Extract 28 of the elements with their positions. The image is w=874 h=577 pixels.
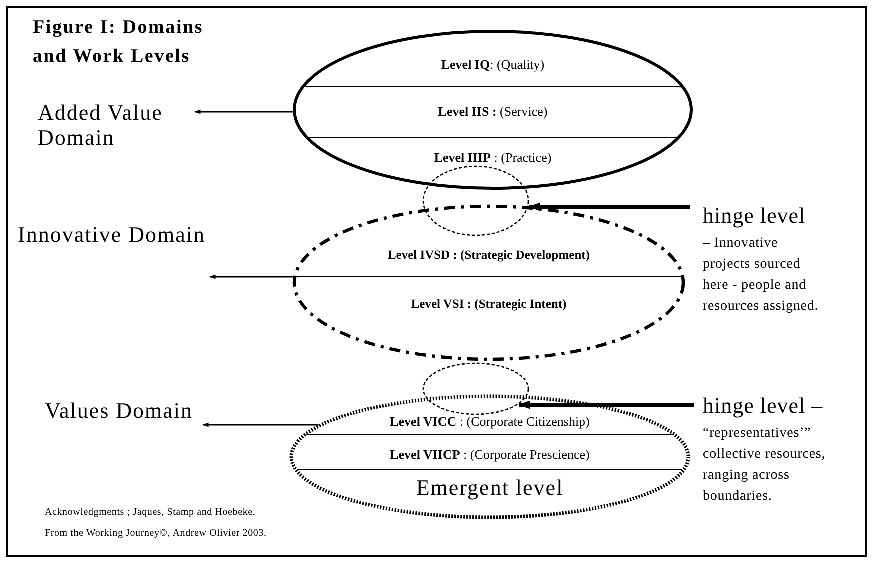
credit-note: From the Working Journey©, Andrew Olivier 2003.: [45, 528, 268, 541]
arrow: [202, 422, 319, 428]
domain-label: Values Domain: [45, 398, 194, 423]
arrow: [528, 202, 690, 212]
arrow: [518, 400, 694, 410]
level-label: Emergent level: [415, 475, 565, 501]
level-label: Level VIICP : (Corporate Prescience): [389, 446, 591, 464]
ellipse-outline: [290, 395, 690, 519]
note-heading: hinge level: [703, 203, 807, 229]
level-label: Level VSI : (Strategic Intent): [410, 296, 568, 313]
level-label: Level IQ: (Quality): [440, 56, 546, 74]
ellipse-outline: [293, 30, 693, 190]
level-label: Level IVSD : (Strategic Development): [386, 247, 592, 264]
level-label: Level VICC : (Corporate Citizenship): [389, 413, 591, 431]
figure-title: Figure I: Domains and Work Levels: [33, 16, 205, 69]
level-label: Level IIIP : (Practice): [433, 149, 553, 167]
domain-label: Added Value Domain: [38, 100, 164, 150]
hinge-oval: [422, 165, 530, 237]
domain-label: Innovative Domain: [18, 222, 206, 247]
hinge-oval: [422, 362, 530, 416]
note-text: “representatives’” collective resources, ranging across boundaries.: [703, 425, 827, 506]
credit-note: Acknowledgments ; Jaques, Stamp and Hoebeke.: [45, 507, 257, 520]
level-label: Level IIS : (Service): [437, 103, 549, 121]
ellipse-outline: [293, 205, 685, 361]
arrow: [194, 110, 294, 114]
arrow: [209, 274, 294, 280]
note-text: – Innovative projects sourced here - people and resources assigned.: [703, 235, 820, 316]
note-heading: hinge level –: [703, 393, 824, 419]
